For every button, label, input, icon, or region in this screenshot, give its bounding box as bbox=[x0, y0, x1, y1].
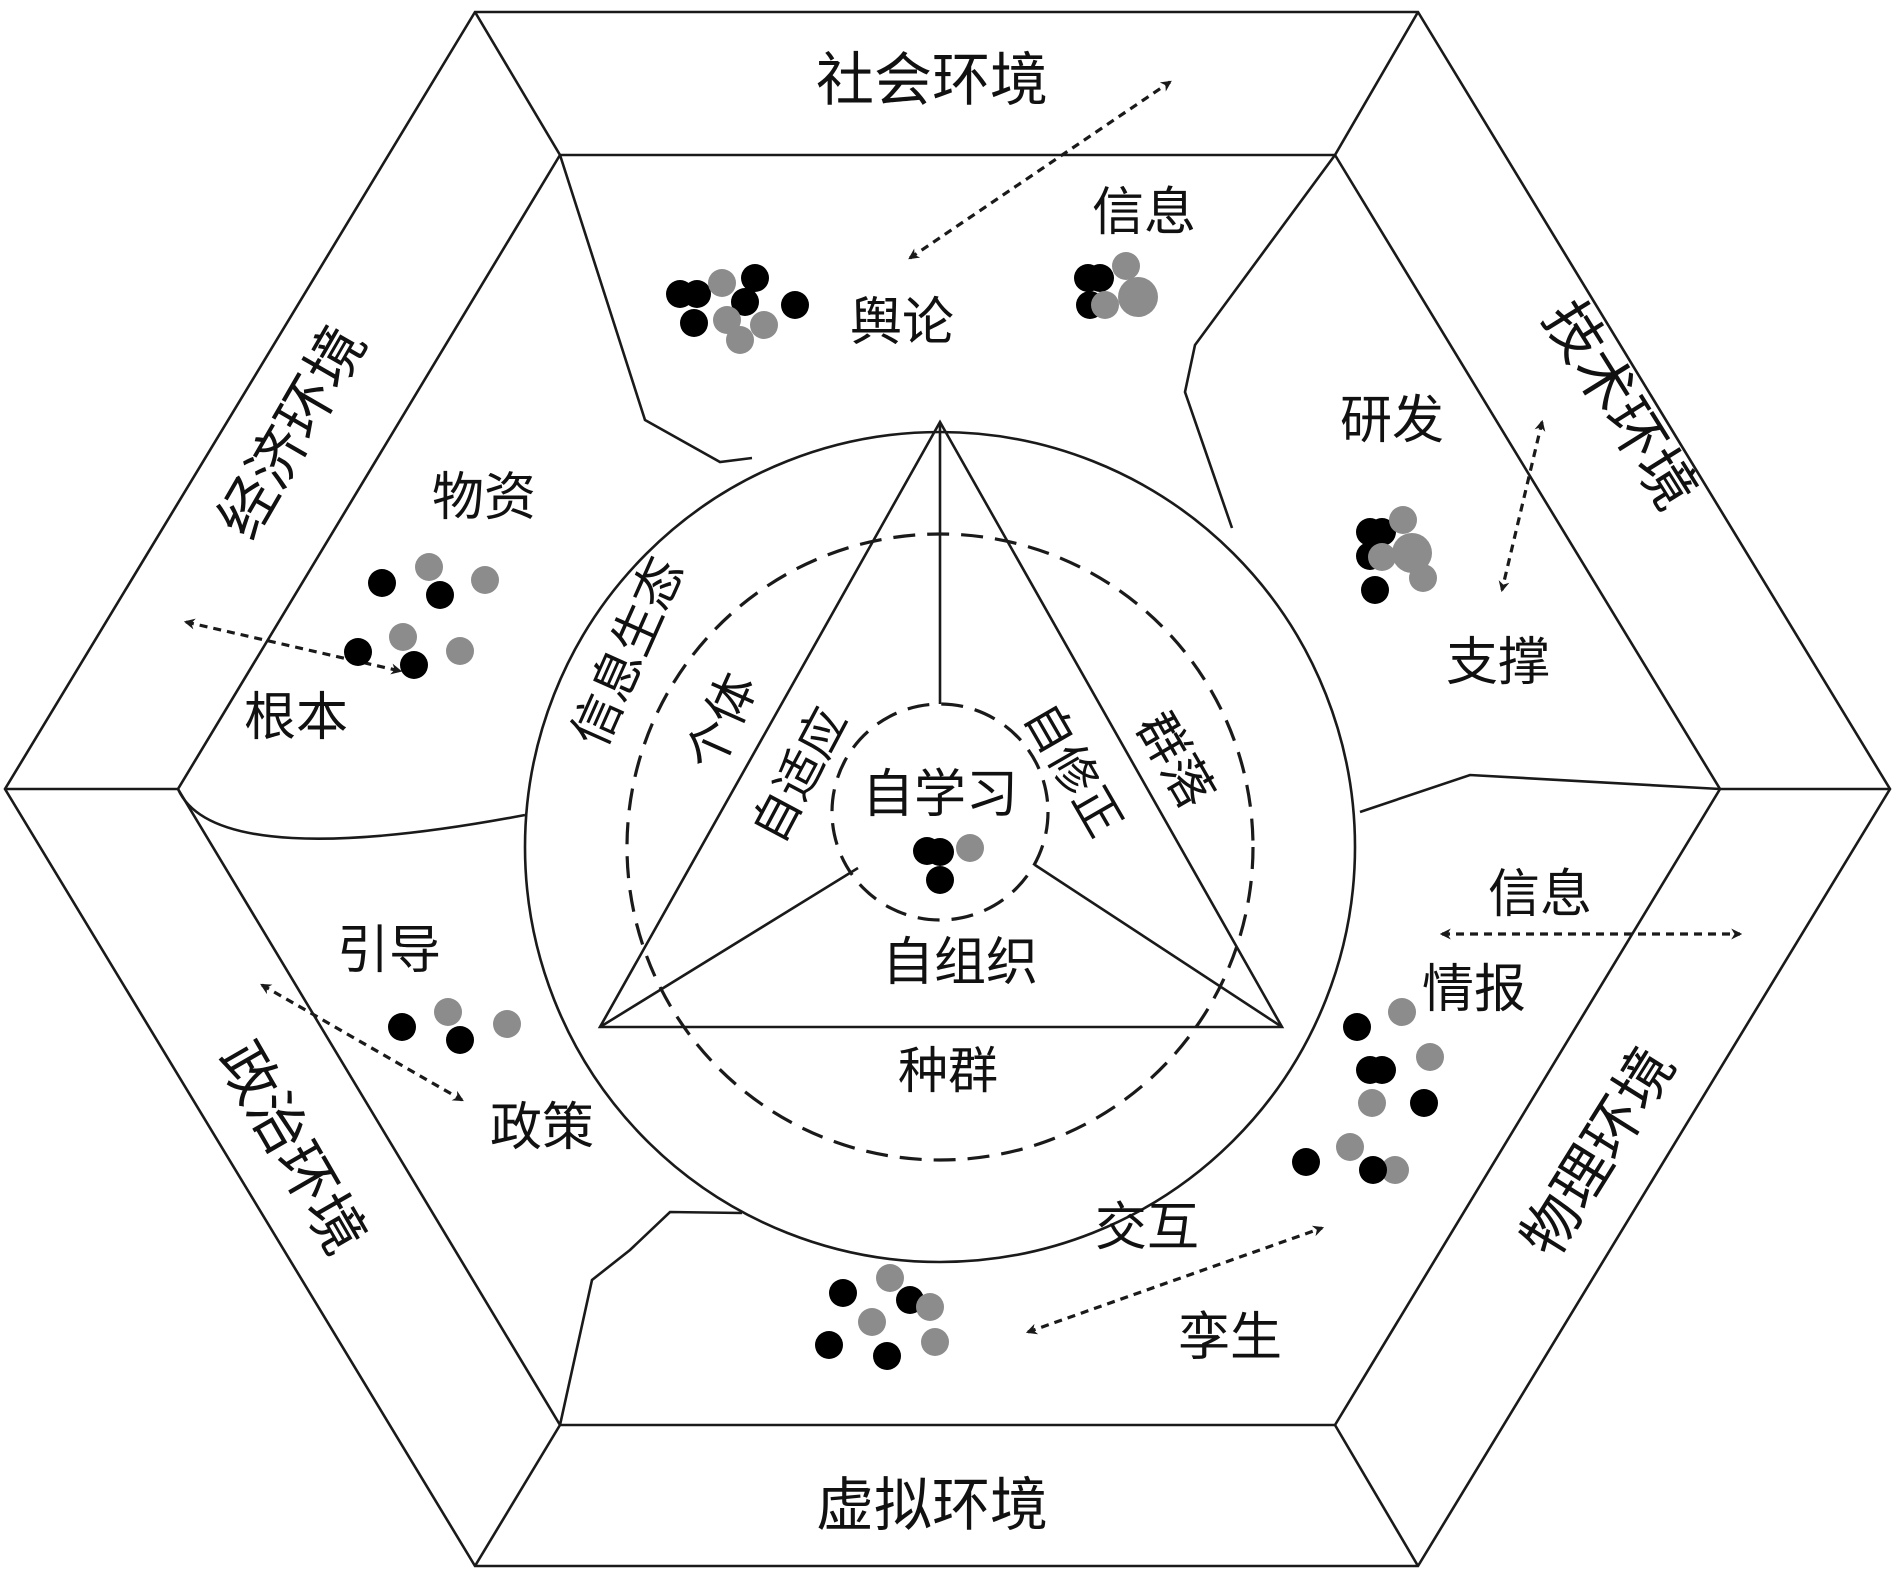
divider-economic bbox=[176, 788, 526, 840]
label-economic-materials: 物资 bbox=[432, 468, 536, 528]
label-physical-environment: 物理环境 bbox=[1508, 1036, 1689, 1269]
divider-physical bbox=[1359, 773, 1721, 814]
triangle-divider-left bbox=[599, 866, 859, 1029]
label-self-correcting: 自修正 bbox=[1013, 694, 1134, 847]
label-political-guidance: 引导 bbox=[337, 921, 441, 981]
dot-cluster-physical bbox=[1292, 998, 1444, 1184]
core bbox=[523, 419, 1357, 1264]
dot-cluster-tech bbox=[1356, 506, 1437, 604]
label-tech-rnd: 研发 bbox=[1340, 391, 1444, 451]
label-social-info: 信息 bbox=[1092, 183, 1196, 243]
bevel-bottom-left bbox=[473, 1424, 562, 1567]
label-self-organizing: 自组织 bbox=[882, 933, 1038, 993]
dot-cluster-social-right bbox=[1074, 252, 1158, 319]
dot-cluster-virtual bbox=[815, 1264, 949, 1370]
label-economic-foundation: 根本 bbox=[244, 688, 348, 748]
core-triangle bbox=[597, 419, 1285, 1029]
dot-cluster-political bbox=[388, 998, 521, 1054]
arrow-tech bbox=[1498, 419, 1546, 593]
bevel-top-right bbox=[1333, 11, 1420, 156]
label-physical-intel: 情报 bbox=[1422, 960, 1526, 1020]
arrow-political bbox=[260, 983, 464, 1102]
dot-clusters bbox=[344, 252, 1444, 1370]
region-labels: 信息 舆论 研发 支撑 信息 情报 交互 孪生 引导 政策 物资 根本 bbox=[244, 183, 1592, 1368]
label-social-opinion: 舆论 bbox=[850, 293, 954, 353]
arrow-virtual bbox=[1025, 1225, 1325, 1335]
divider-tech bbox=[1183, 154, 1337, 529]
label-political-policy: 政策 bbox=[490, 1098, 594, 1158]
label-physical-info: 信息 bbox=[1488, 865, 1592, 925]
triangle-divider-right bbox=[1034, 863, 1283, 1029]
core-labels: 信息生态 个体 群落 种群 自学习 自适应 自修正 自组织 bbox=[561, 549, 1225, 1100]
label-self-learning: 自学习 bbox=[862, 765, 1018, 825]
dot-cluster-economic bbox=[344, 553, 499, 679]
bevel-bottom-right bbox=[1333, 1424, 1420, 1567]
arrow-social bbox=[908, 80, 1172, 260]
label-individual: 个体 bbox=[675, 665, 769, 780]
bevel-top-left bbox=[473, 11, 562, 156]
inner-dashed-ring bbox=[830, 702, 1050, 922]
label-virtual-environment: 虚拟环境 bbox=[816, 1471, 1048, 1539]
label-self-adapting: 自适应 bbox=[741, 698, 858, 851]
dot-cluster-social-left bbox=[666, 264, 809, 354]
dot-cluster-core bbox=[913, 834, 984, 894]
label-info-ecology: 信息生态 bbox=[561, 549, 695, 755]
divider-virtual bbox=[558, 1210, 743, 1426]
label-political-environment: 政治环境 bbox=[205, 1031, 380, 1266]
label-community: 群落 bbox=[1125, 702, 1225, 818]
label-technology-environment: 技术环境 bbox=[1530, 289, 1711, 522]
divider-social bbox=[558, 154, 753, 464]
region-dividers bbox=[176, 154, 1721, 1426]
label-population: 种群 bbox=[898, 1042, 998, 1100]
label-social-environment: 社会环境 bbox=[816, 46, 1048, 114]
label-tech-support: 支撑 bbox=[1446, 633, 1550, 693]
label-virtual-twin: 孪生 bbox=[1178, 1308, 1282, 1368]
label-economic-environment: 经济环境 bbox=[205, 315, 380, 550]
label-virtual-interaction: 交互 bbox=[1095, 1198, 1199, 1258]
